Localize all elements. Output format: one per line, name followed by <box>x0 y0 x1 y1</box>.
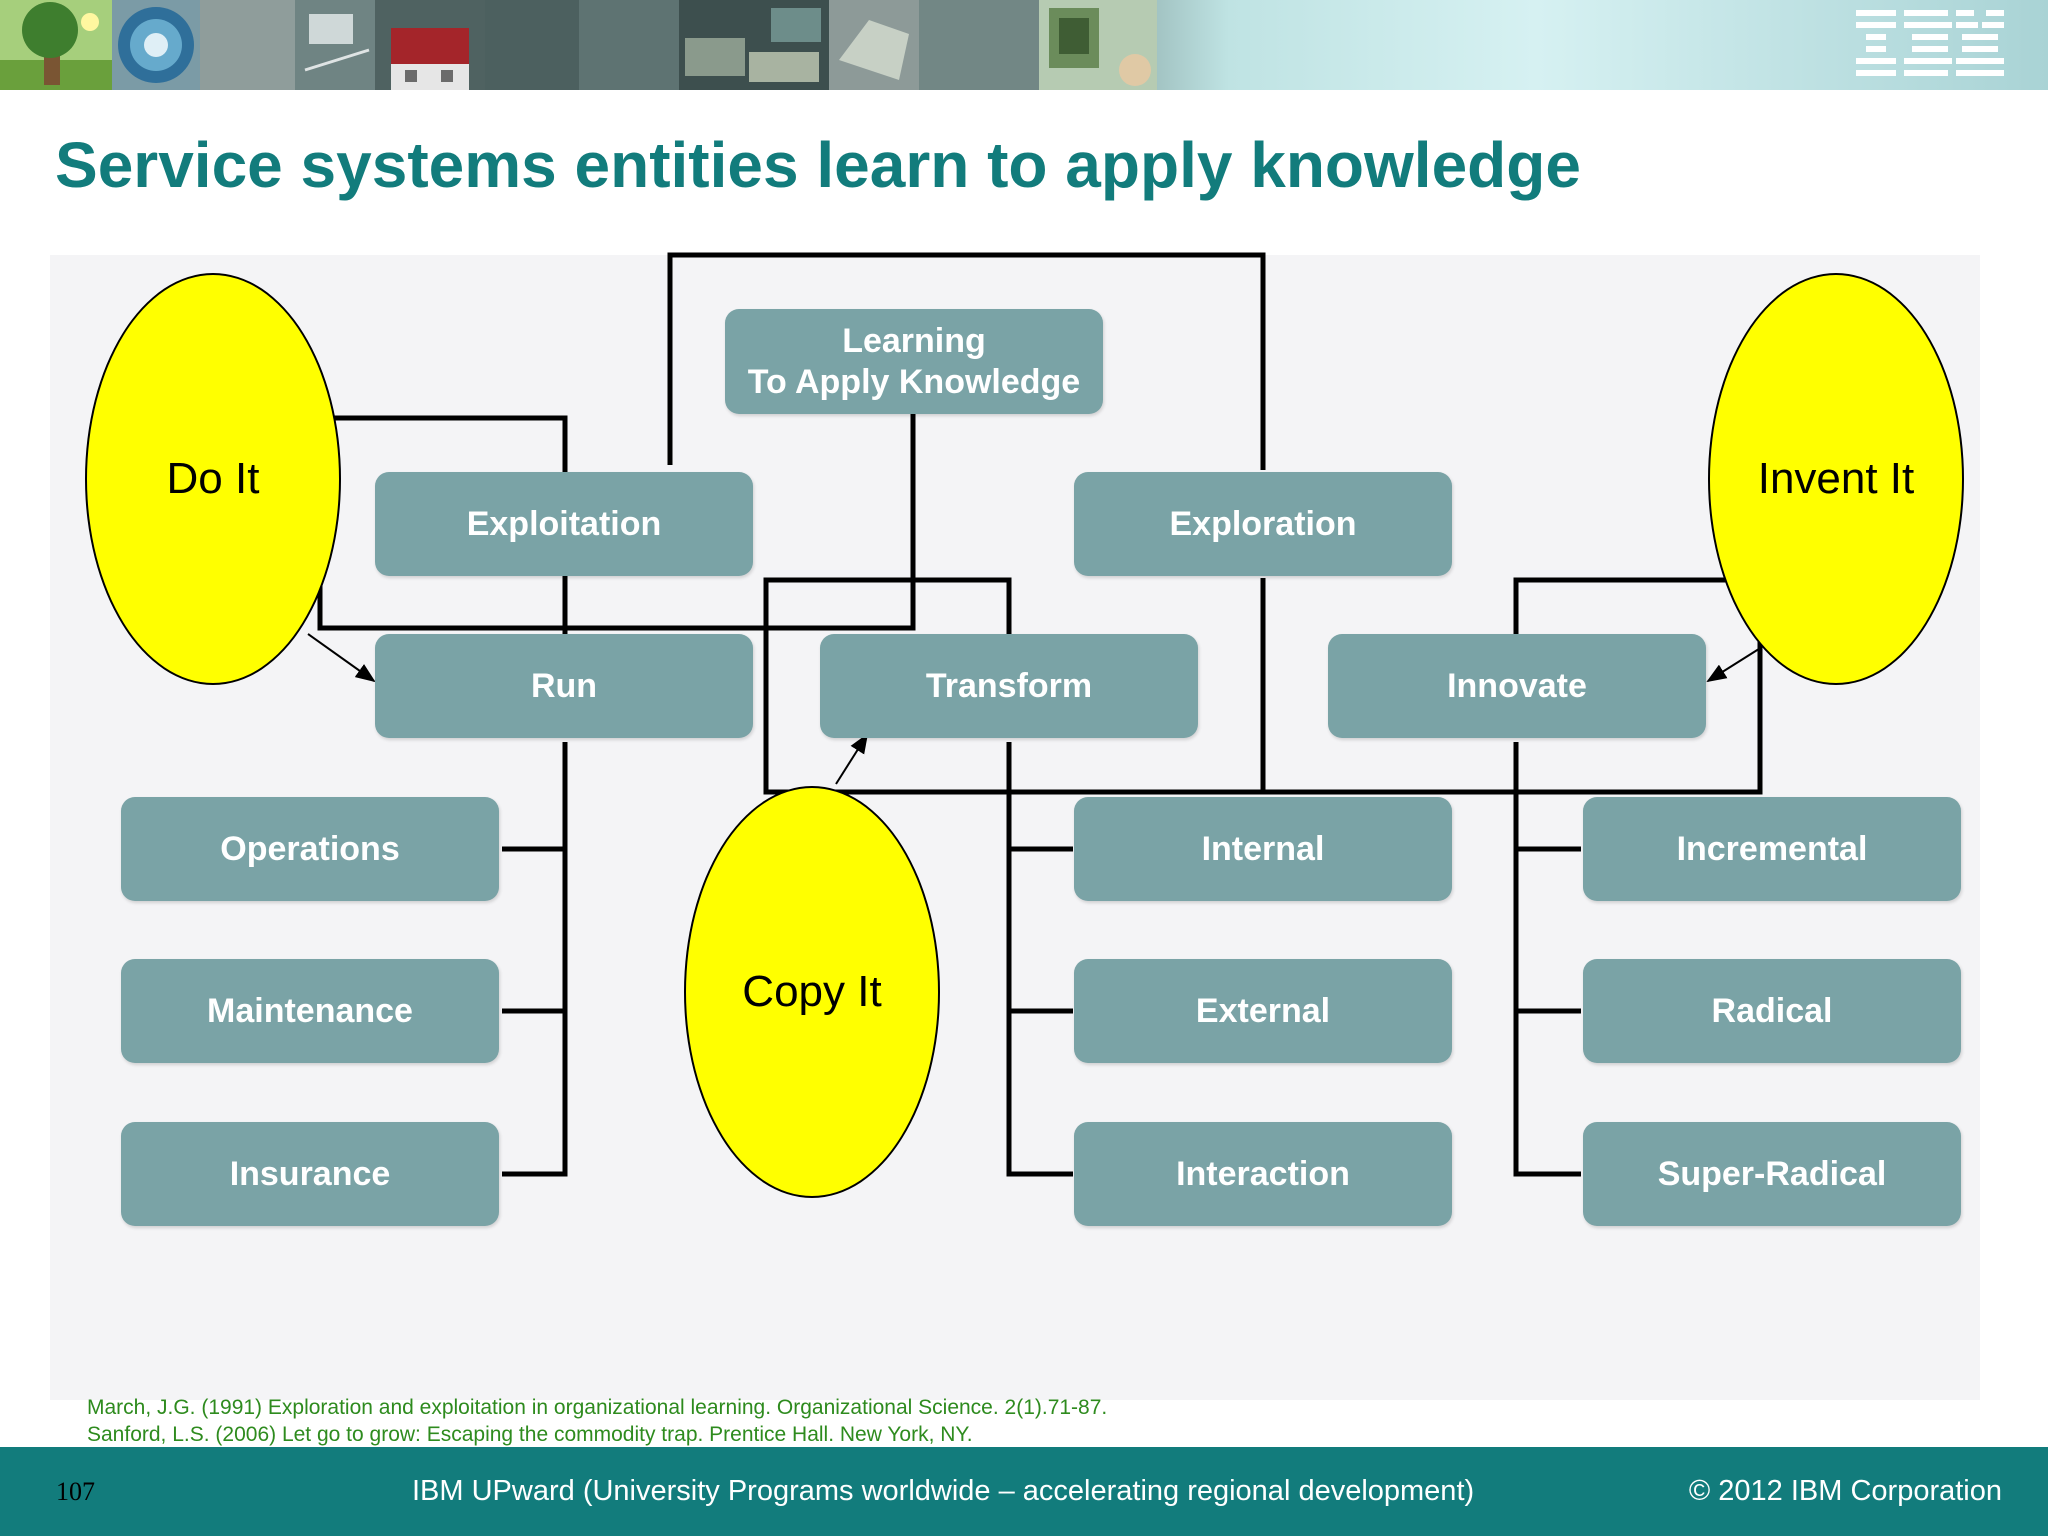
radical-box: Radical <box>1583 959 1961 1063</box>
exploitation-box: Exploitation <box>375 472 753 576</box>
slide-title: Service systems entities learn to apply … <box>55 129 1581 201</box>
circuit-image <box>1039 0 1157 90</box>
incremental-box: Incremental <box>1583 797 1961 901</box>
monitor-image <box>295 0 375 90</box>
grey-image-tile <box>200 0 295 90</box>
innovate-box: Innovate <box>1328 634 1706 738</box>
invent-it-arrow <box>1706 646 1763 683</box>
footer-program-name: IBM UPward (University Programs worldwid… <box>412 1475 1475 1507</box>
run-box: Run <box>375 634 753 738</box>
do-it-label: Do It <box>166 454 260 503</box>
transform-box: Transform <box>820 634 1198 738</box>
copy-it-label: Copy It <box>742 967 882 1016</box>
footer-copyright: © 2012 IBM Corporation <box>1688 1475 2002 1507</box>
maintenance-box: Maintenance <box>121 959 499 1063</box>
ibm-logo <box>1856 10 2004 76</box>
insurance-box: Insurance <box>121 1122 499 1226</box>
tree-image <box>0 0 112 90</box>
copy-it-ellipse: Copy It <box>684 786 940 1198</box>
map-image <box>829 0 919 90</box>
do-it-arrow <box>307 633 376 683</box>
reference-2: Sanford, L.S. (2006) Let go to grow: Esc… <box>87 1423 973 1446</box>
header-banner <box>0 0 2048 90</box>
reference-1: March, J.G. (1991) Exploration and explo… <box>87 1396 1108 1419</box>
references: March, J.G. (1991) Exploration and explo… <box>87 1394 1107 1448</box>
page-number: 107 <box>56 1477 95 1506</box>
aerial-image <box>679 0 829 90</box>
globe-diagram-image <box>112 0 200 90</box>
house-image <box>375 0 485 90</box>
super-radical-box: Super-Radical <box>1583 1122 1961 1226</box>
copy-it-arrow <box>835 733 869 785</box>
do-it-ellipse: Do It <box>85 273 341 685</box>
grey-image-tile-3 <box>919 0 1039 90</box>
interaction-box: Interaction <box>1074 1122 1452 1226</box>
learning-to-apply-knowledge-box: Learning To Apply Knowledge <box>725 309 1103 414</box>
invent-it-label: Invent It <box>1757 454 1915 503</box>
dark-image-tile <box>485 0 579 90</box>
operations-box: Operations <box>121 797 499 901</box>
footer-bar <box>0 1447 2048 1536</box>
grey-image-tile-2 <box>579 0 679 90</box>
internal-box: Internal <box>1074 797 1452 901</box>
exploration-box: Exploration <box>1074 472 1452 576</box>
external-box: External <box>1074 959 1452 1063</box>
invent-it-ellipse: Invent It <box>1708 273 1964 685</box>
